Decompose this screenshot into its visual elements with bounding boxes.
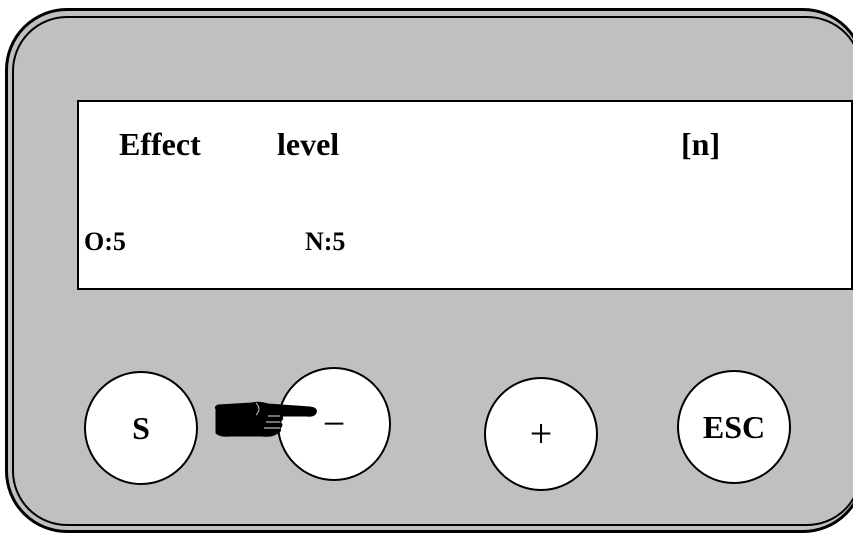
pointing-hand-icon — [214, 401, 317, 437]
field-label: level — [277, 126, 340, 162]
s-button[interactable]: S — [84, 371, 198, 485]
old-value: O:5 — [84, 227, 126, 256]
minus-button[interactable]: − — [277, 367, 391, 481]
esc-button[interactable]: ESC — [677, 370, 791, 484]
mode-indicator: [n] — [681, 126, 721, 162]
lcd-display: Effect level [n] O:5 N:5 — [77, 100, 853, 290]
new-value: N:5 — [305, 227, 346, 256]
plus-button[interactable]: + — [484, 377, 598, 491]
parameter-label: Effect — [119, 126, 201, 162]
